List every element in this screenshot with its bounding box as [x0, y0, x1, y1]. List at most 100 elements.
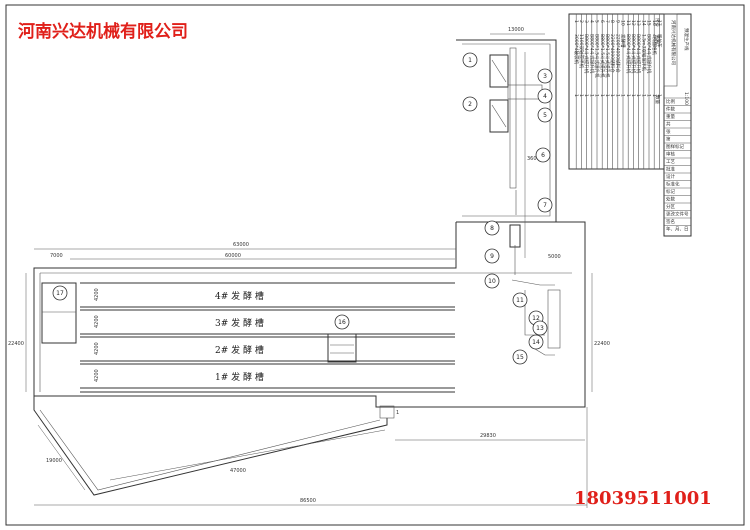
- callout-8: [484, 220, 500, 236]
- equip-8: [509, 224, 521, 248]
- callout-number: 17: [56, 290, 64, 297]
- slope-outline-inner: [39, 409, 381, 491]
- parts-no: 3: [583, 20, 589, 23]
- parts-name: B800*1.5斗式提升机: [599, 34, 606, 78]
- company-watermark: 河南兴达机械有限公司: [18, 21, 188, 42]
- parts-name: 1100双轴搅拌机: [578, 34, 585, 68]
- tank-width-dim: 4200: [94, 288, 100, 301]
- parts-qty: 1: [588, 94, 594, 97]
- parts-qty: 1: [578, 94, 584, 97]
- tank-label: 2# 发 酵 槽: [215, 344, 264, 356]
- callout-number: 14: [532, 339, 540, 346]
- title-company-cell: [663, 13, 678, 87]
- parts-name: B800*1.5斗式提升机: [594, 34, 601, 78]
- phone-watermark: 18039511001: [574, 488, 712, 509]
- callout-number: 7: [543, 202, 547, 209]
- parts-qty: 1: [656, 94, 662, 97]
- parts-no: 6: [599, 20, 605, 23]
- dim-tank-length: 60000: [225, 253, 241, 259]
- callout-number: 11: [516, 297, 524, 304]
- parts-qty: 1: [583, 94, 589, 97]
- note-box: [379, 405, 395, 419]
- tank-width-dim: 4200: [94, 342, 100, 355]
- parts-header-name: 名称: [654, 35, 661, 44]
- tank-label: 4# 发 酵 槽: [215, 290, 264, 302]
- dim-left-offset: 7000: [50, 253, 63, 259]
- parts-name: B800*4斗式提升机: [630, 34, 637, 74]
- transfer-car-17: [41, 282, 77, 344]
- title-label: 共: [666, 121, 671, 128]
- callout-13: [532, 320, 548, 336]
- parts-name: B800*4斗式提升机: [635, 34, 642, 74]
- parts-qty: 1: [599, 94, 605, 97]
- tank-width-dim: 4200: [94, 315, 100, 328]
- callout-2: [462, 96, 478, 112]
- parts-header-qty: 数量: [654, 95, 661, 104]
- title-label: 年、月、日: [666, 226, 689, 233]
- callout-5: [537, 107, 553, 123]
- parts-qty: 1: [640, 94, 646, 97]
- callout-number: 4: [543, 93, 547, 100]
- parts-qty: 1: [609, 94, 615, 97]
- callout-number: 9: [490, 253, 494, 260]
- parts-qty: 1: [635, 94, 641, 97]
- callout-number: 5: [543, 112, 547, 119]
- upper-building-outline: [456, 39, 557, 223]
- slope-outline-outer: [33, 396, 388, 496]
- title-label: 批准: [666, 166, 675, 173]
- parts-name: B800*4斗式提升机: [625, 34, 632, 74]
- title-label: 工艺: [666, 159, 675, 165]
- title-label: 第: [666, 136, 671, 143]
- dim-right-height: 22400: [594, 341, 610, 347]
- callout-number: 10: [488, 278, 496, 285]
- equip-hatching: [491, 59, 507, 128]
- callout-number: 13: [536, 325, 544, 332]
- callout-7: [537, 197, 553, 213]
- tank-rows: 4# 发 酵 槽 4200 3# 发 酵 槽 4200 2# 发 酵 槽 4200 1# 发…: [80, 282, 455, 393]
- fermentation-tank-3: 3# 发 酵 槽 4200: [80, 309, 455, 335]
- parts-name: 发酵槽: [620, 34, 627, 48]
- callout-10: [484, 273, 500, 289]
- parts-no: 2: [578, 20, 584, 23]
- callout-9: [484, 248, 500, 264]
- parts-list-table: 13000*4破袋机121100双轴搅拌机13B800*4斗式提升机14B800…: [568, 13, 665, 170]
- tank-label: 1# 发 酵 槽: [215, 371, 264, 383]
- parts-qty: 1: [573, 94, 579, 97]
- parts-qty: 1: [625, 94, 631, 97]
- title-label: 处数: [666, 196, 675, 203]
- dim-note-box: 1: [396, 410, 399, 416]
- parts-no: 17: [656, 20, 662, 26]
- parts-no: 16: [651, 20, 657, 26]
- parts-name: 2200*4000储料仓: [614, 34, 621, 73]
- parts-header-no: 序号: [654, 18, 661, 27]
- dim-right-small: 5000: [548, 254, 561, 260]
- parts-qty: 1: [604, 94, 610, 97]
- parts-no: 4: [588, 20, 594, 23]
- callout-number: 1: [468, 57, 472, 64]
- parts-no: 11: [625, 20, 631, 26]
- upper-building-inner: [462, 43, 551, 217]
- title-project: 预混生产线: [683, 28, 690, 51]
- dim-bottom-step: 29830: [480, 433, 496, 439]
- callout-number: 3: [543, 73, 547, 80]
- title-label: 张: [666, 128, 671, 135]
- title-label: 更改文件号: [666, 211, 689, 218]
- parts-no: 12: [630, 20, 636, 26]
- dim-top-wide: 13000: [508, 27, 524, 33]
- parts-name: B800*4斗式提升机: [588, 34, 595, 74]
- title-label: 分区: [666, 203, 675, 210]
- tank-label: 3# 发 酵 槽: [215, 317, 264, 329]
- parts-no: 10: [620, 20, 626, 26]
- callout-16: [334, 314, 350, 330]
- title-label: 重量: [666, 113, 675, 120]
- title-label: 图样标记: [666, 143, 684, 150]
- title-company: 河南兴达机械有限公司: [670, 20, 677, 65]
- dim-left-height: 22400: [8, 341, 24, 347]
- dim-diagonal-long: 47000: [230, 468, 246, 474]
- title-label: 设计: [666, 173, 675, 180]
- parts-name: 2200*4000储料仓: [609, 34, 616, 73]
- right-equipment: [547, 289, 561, 349]
